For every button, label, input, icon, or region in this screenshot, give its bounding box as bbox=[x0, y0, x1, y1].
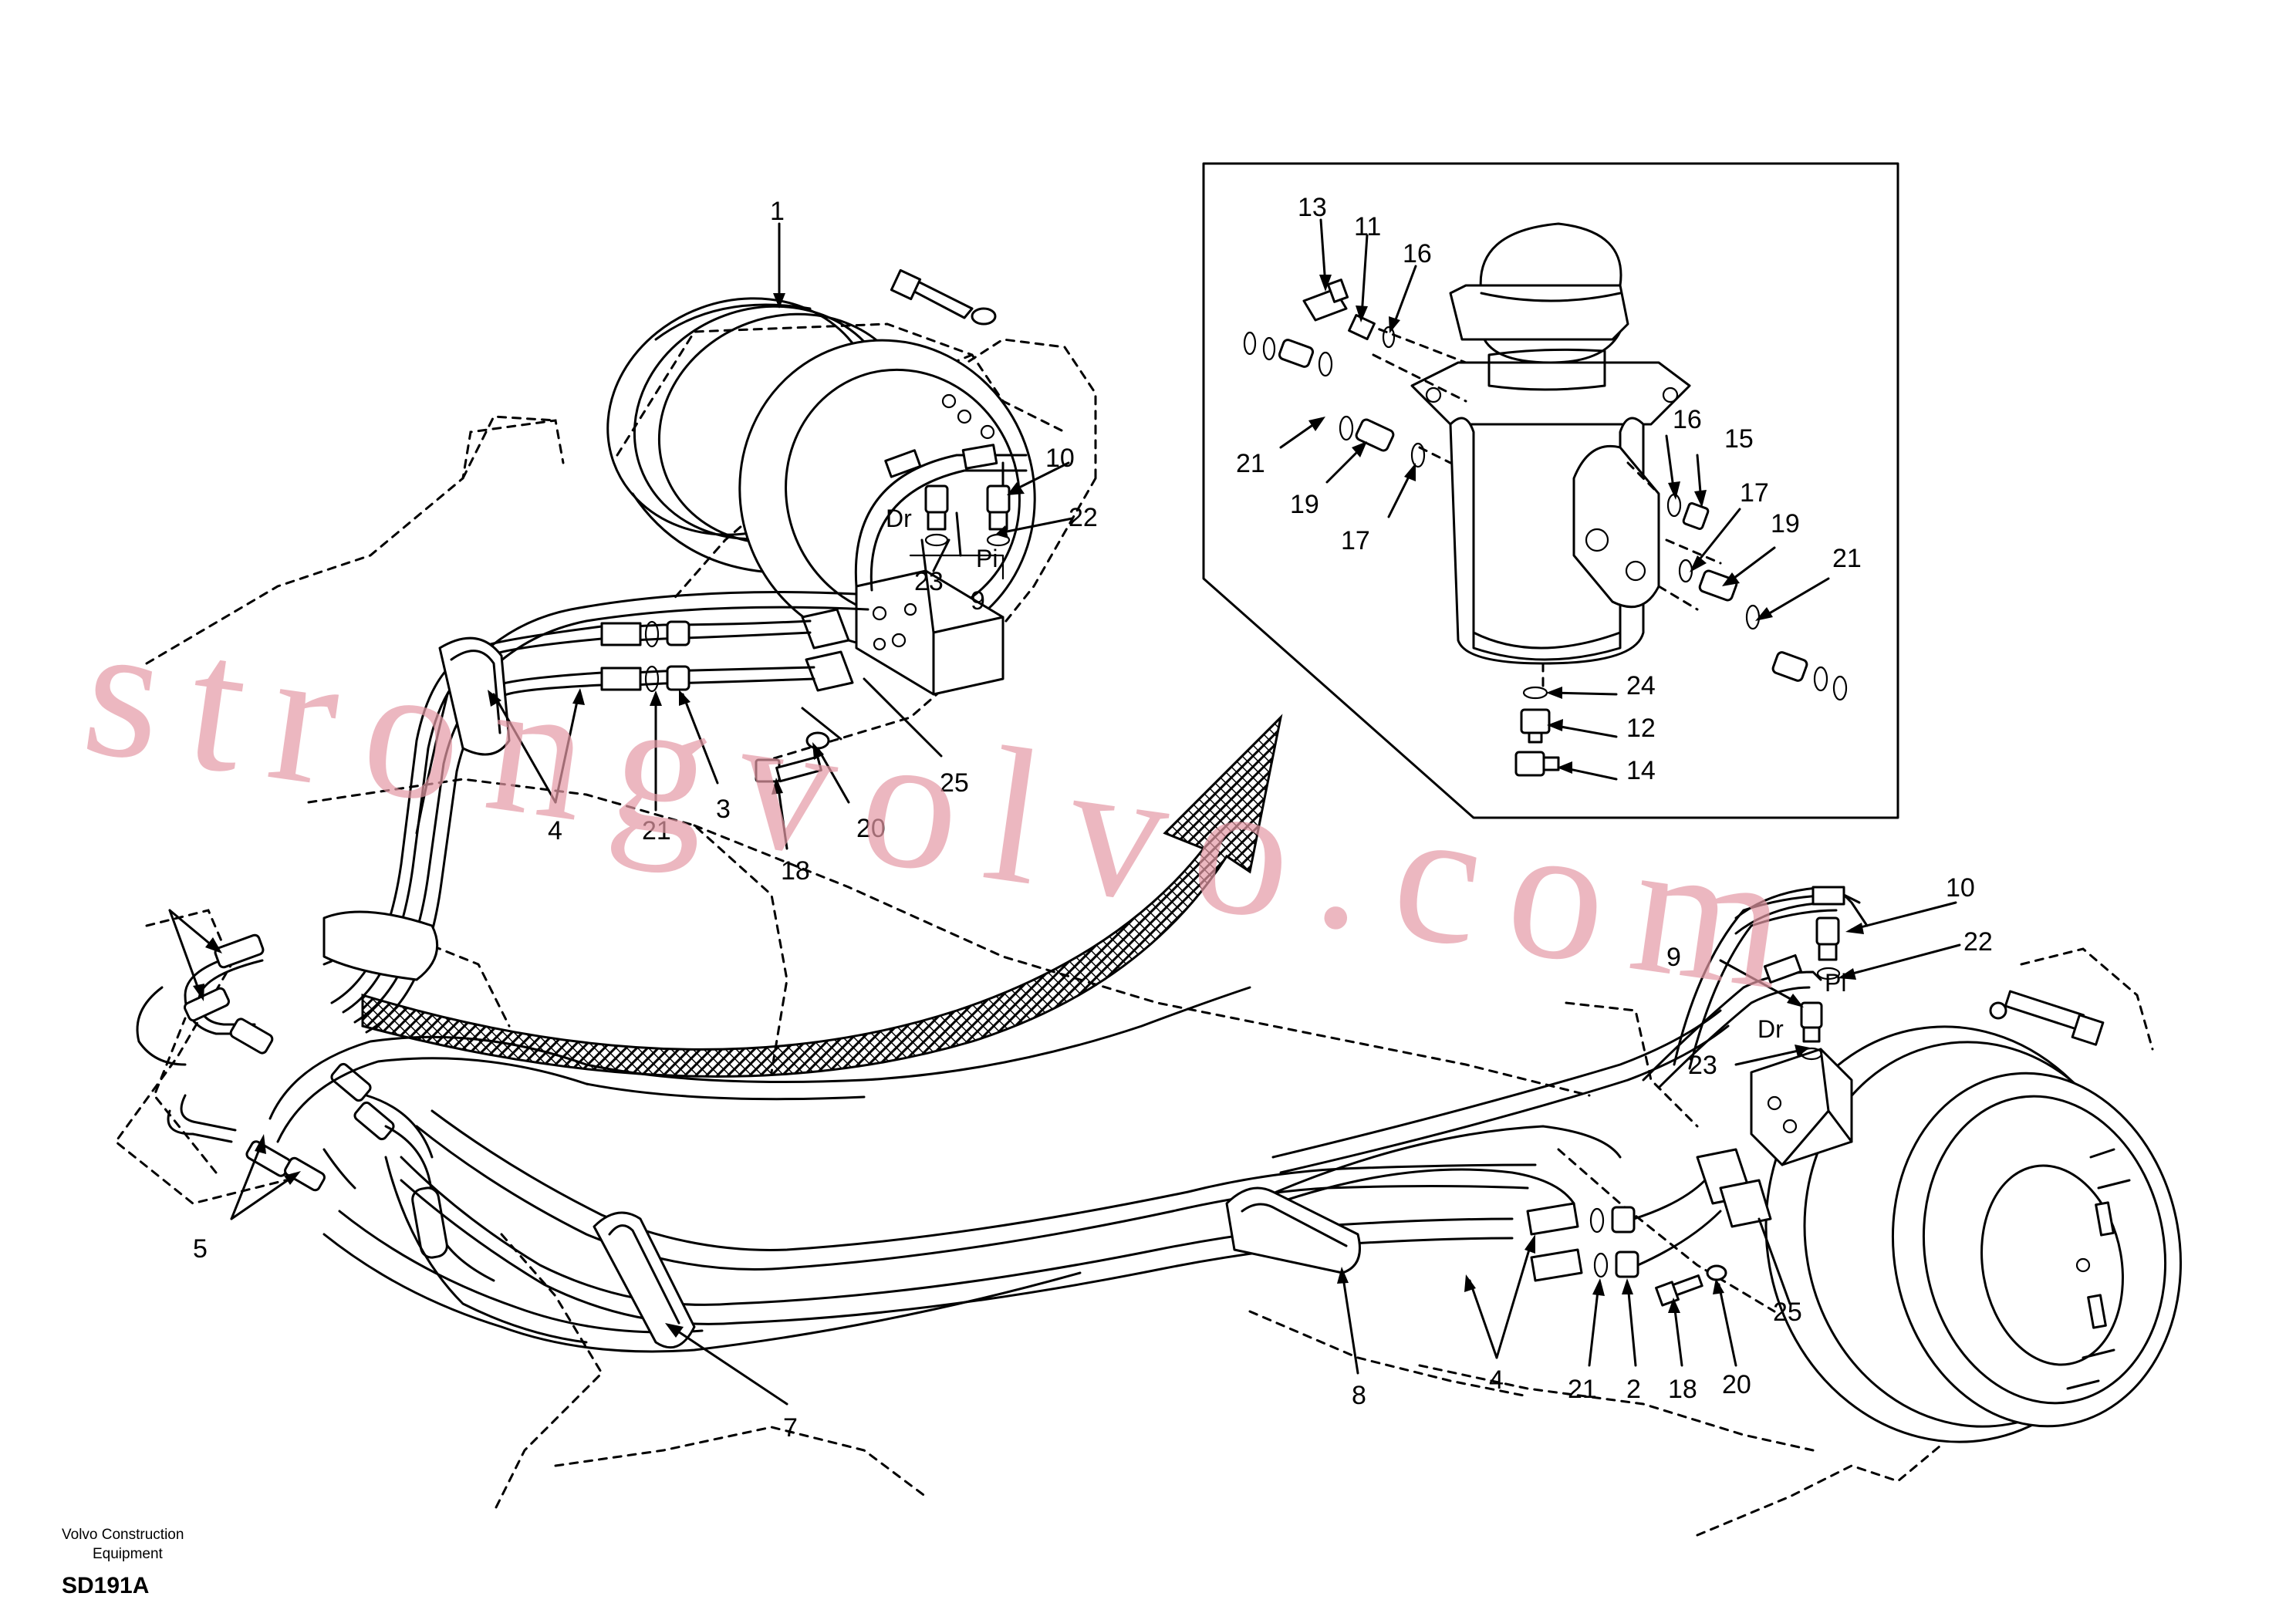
label-4-top: 4 bbox=[548, 816, 562, 845]
label-10-top: 10 bbox=[1045, 444, 1075, 473]
footer-block: Volvo Construction Equipment SD191A bbox=[62, 1527, 184, 1598]
port-pi-bottom: Pi bbox=[1825, 969, 1846, 997]
label-15: 15 bbox=[1724, 424, 1754, 454]
label-23-bottom: 23 bbox=[1688, 1051, 1717, 1080]
label-20-top: 20 bbox=[856, 814, 886, 843]
label-25-top: 25 bbox=[940, 768, 969, 798]
maker-line-2: Equipment bbox=[93, 1546, 164, 1562]
part-labels: 1 10 22 9 23 4 21 3 18 20 25 5 7 8 4 21 … bbox=[193, 193, 1993, 1443]
port-markings: Dr Pi Dr Pi bbox=[886, 505, 1846, 1043]
label-11: 11 bbox=[1354, 212, 1381, 241]
label-9-bottom: 9 bbox=[1666, 943, 1681, 972]
port-pi-top: Pi bbox=[976, 545, 998, 572]
label-5: 5 bbox=[193, 1234, 208, 1264]
label-8: 8 bbox=[1352, 1381, 1366, 1410]
label-1: 1 bbox=[770, 197, 785, 226]
leader-lines bbox=[168, 218, 1961, 1406]
curved-transfer-arrow bbox=[361, 714, 1283, 1078]
maker-line-1: Volvo Construction bbox=[62, 1527, 184, 1543]
label-10-bottom: 10 bbox=[1946, 873, 1975, 903]
label-18-bottom: 18 bbox=[1668, 1375, 1697, 1404]
left-fitting-cluster bbox=[136, 933, 1251, 1282]
upper-hoses bbox=[322, 591, 869, 1034]
lower-travel-motor bbox=[1526, 886, 2183, 1443]
label-20-bottom: 20 bbox=[1722, 1370, 1751, 1399]
label-17-left: 17 bbox=[1341, 526, 1370, 555]
label-24: 24 bbox=[1626, 671, 1656, 700]
label-21-inset-right: 21 bbox=[1832, 544, 1862, 573]
label-21-top: 21 bbox=[642, 816, 671, 845]
label-9-top: 9 bbox=[971, 586, 985, 616]
upper-travel-motor bbox=[606, 268, 1036, 696]
inset-detail-panel bbox=[1202, 162, 1899, 819]
label-22-bottom: 22 bbox=[1963, 927, 1993, 957]
label-13: 13 bbox=[1298, 193, 1327, 222]
drawing-code: SD191A bbox=[62, 1573, 149, 1598]
label-12: 12 bbox=[1626, 714, 1656, 743]
label-22-top: 22 bbox=[1069, 503, 1098, 532]
port-dr-bottom: Dr bbox=[1757, 1015, 1784, 1043]
label-23-top: 23 bbox=[914, 567, 944, 596]
label-17-right: 17 bbox=[1740, 478, 1769, 508]
label-19-left: 19 bbox=[1290, 490, 1319, 519]
port-dr-top: Dr bbox=[886, 505, 912, 532]
upper-bolt-18-20 bbox=[755, 707, 842, 783]
lower-hose-bundle bbox=[322, 893, 1861, 1353]
label-21-bottom: 21 bbox=[1568, 1375, 1597, 1404]
label-14: 14 bbox=[1626, 756, 1656, 785]
label-18-top: 18 bbox=[781, 856, 810, 886]
label-3: 3 bbox=[716, 795, 731, 824]
label-19-right: 19 bbox=[1771, 509, 1800, 538]
label-25-bottom: 25 bbox=[1773, 1298, 1802, 1327]
label-7: 7 bbox=[783, 1413, 798, 1443]
label-21-inset-left: 21 bbox=[1236, 449, 1265, 478]
label-2: 2 bbox=[1626, 1375, 1641, 1404]
label-4-bottom: 4 bbox=[1489, 1365, 1504, 1395]
label-16-top: 16 bbox=[1403, 239, 1432, 268]
label-16-right: 16 bbox=[1673, 405, 1702, 434]
